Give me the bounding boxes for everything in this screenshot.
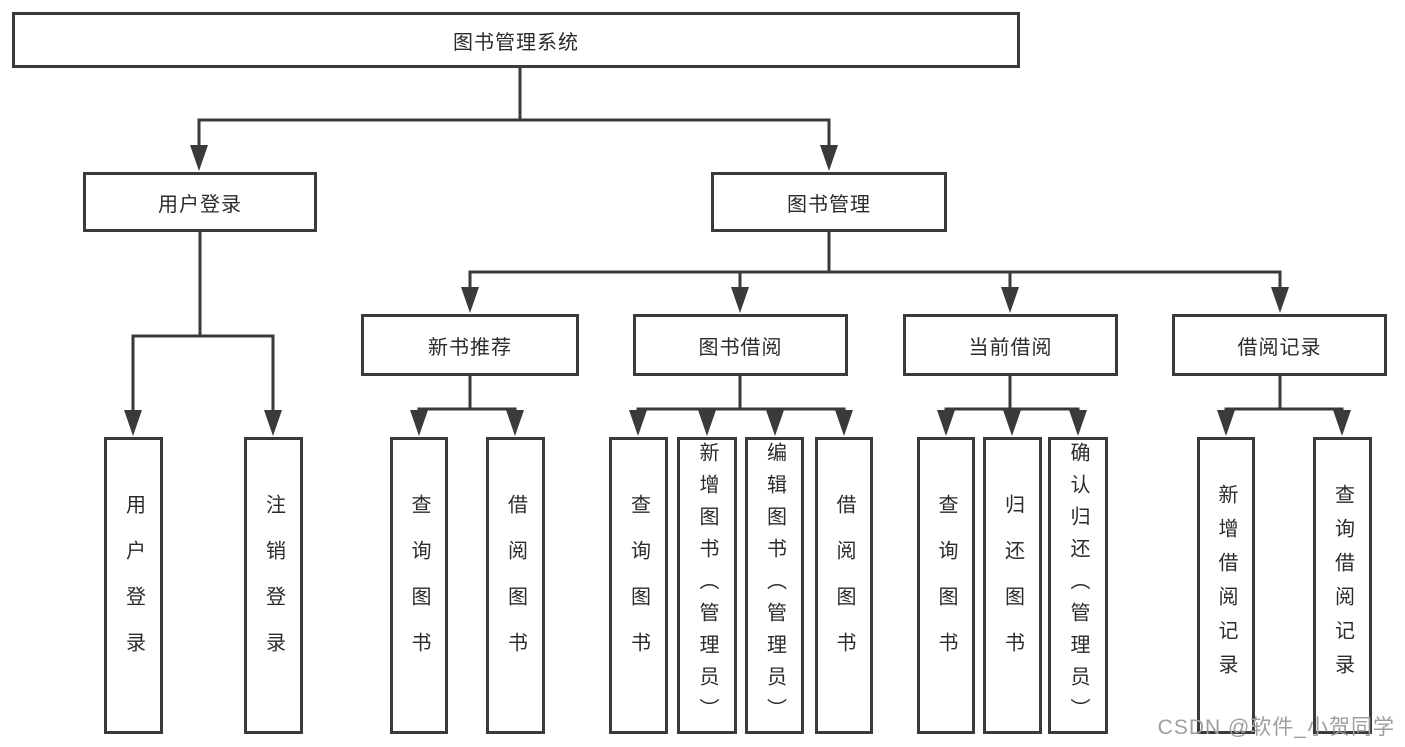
- connector-lines: [131, 66, 1344, 414]
- leaf-query-books-current: 查询图书: [917, 437, 975, 734]
- leaf-user-login: 用户登录: [104, 437, 163, 734]
- node-borrow-records: 借阅记录: [1172, 314, 1387, 376]
- arrowhead: [506, 410, 524, 436]
- leaf-query-borrow-record: 查询借阅记录: [1313, 437, 1372, 734]
- node-new-book-recommendation: 新书推荐: [361, 314, 579, 376]
- node-current-borrowing: 当前借阅: [903, 314, 1118, 376]
- arrowhead: [731, 287, 749, 313]
- arrowhead: [820, 145, 838, 171]
- leaf-query-books-recommend: 查询图书: [390, 437, 448, 734]
- leaf-label: 新增借阅记录: [1215, 483, 1237, 688]
- leaf-label: 归还图书: [1001, 493, 1024, 678]
- leaf-label: 注销登录: [262, 493, 285, 678]
- arrowhead: [461, 287, 479, 313]
- leaf-query-books-borrowing: 查询图书: [609, 437, 668, 734]
- arrowhead: [190, 145, 208, 171]
- leaf-add-book-admin: 新增图书（管理员）: [677, 437, 737, 734]
- arrowhead: [1003, 410, 1021, 436]
- arrowhead: [410, 410, 428, 436]
- node-book-management-label: 图书管理: [787, 193, 871, 216]
- node-book-management: 图书管理: [711, 172, 947, 232]
- arrowhead: [766, 410, 784, 436]
- leaf-return-books: 归还图书: [983, 437, 1042, 734]
- section-label: 图书借阅: [698, 336, 783, 359]
- section-label: 借阅记录: [1237, 336, 1322, 359]
- leaf-label: 查询图书: [408, 493, 430, 678]
- arrowhead: [1333, 410, 1351, 436]
- arrowhead: [1271, 287, 1289, 313]
- leaf-label: 借阅图书: [833, 493, 855, 678]
- leaf-label: 查询图书: [627, 493, 650, 678]
- leaf-label: 确认归还（管理员）: [1067, 441, 1089, 730]
- node-root: 图书管理系统: [12, 12, 1020, 68]
- arrowhead: [124, 410, 142, 436]
- node-book-borrowing: 图书借阅: [633, 314, 848, 376]
- csdn-watermark: CSDN @软件_小贺同学: [1157, 716, 1395, 739]
- node-user-login: 用户登录: [83, 172, 317, 232]
- leaf-label: 用户登录: [122, 493, 145, 678]
- node-user-login-label: 用户登录: [158, 193, 242, 216]
- arrowhead: [629, 410, 647, 436]
- leaf-edit-book-admin: 编辑图书（管理员）: [745, 437, 804, 734]
- leaf-label: 借阅图书: [504, 493, 527, 678]
- leaf-borrow-books-recommend: 借阅图书: [486, 437, 545, 734]
- arrowheads: [124, 145, 1351, 436]
- arrowhead: [1217, 410, 1235, 436]
- leaf-borrow-books: 借阅图书: [815, 437, 873, 734]
- leaf-label: 查询图书: [935, 493, 957, 678]
- leaf-confirm-return-admin: 确认归还（管理员）: [1048, 437, 1108, 734]
- section-label: 当前借阅: [968, 336, 1053, 359]
- arrowhead: [937, 410, 955, 436]
- node-root-label: 图书管理系统: [453, 31, 579, 54]
- leaf-add-borrow-record: 新增借阅记录: [1197, 437, 1255, 734]
- arrowhead: [835, 410, 853, 436]
- arrowhead: [1001, 287, 1019, 313]
- arrowhead: [264, 410, 282, 436]
- arrowhead: [1069, 410, 1087, 436]
- arrowhead: [698, 410, 716, 436]
- leaf-label: 编辑图书（管理员）: [763, 441, 786, 730]
- section-label: 新书推荐: [428, 336, 512, 359]
- leaf-logout-login: 注销登录: [244, 437, 303, 734]
- leaf-label: 新增图书（管理员）: [696, 441, 718, 730]
- leaf-label: 查询借阅记录: [1331, 483, 1354, 688]
